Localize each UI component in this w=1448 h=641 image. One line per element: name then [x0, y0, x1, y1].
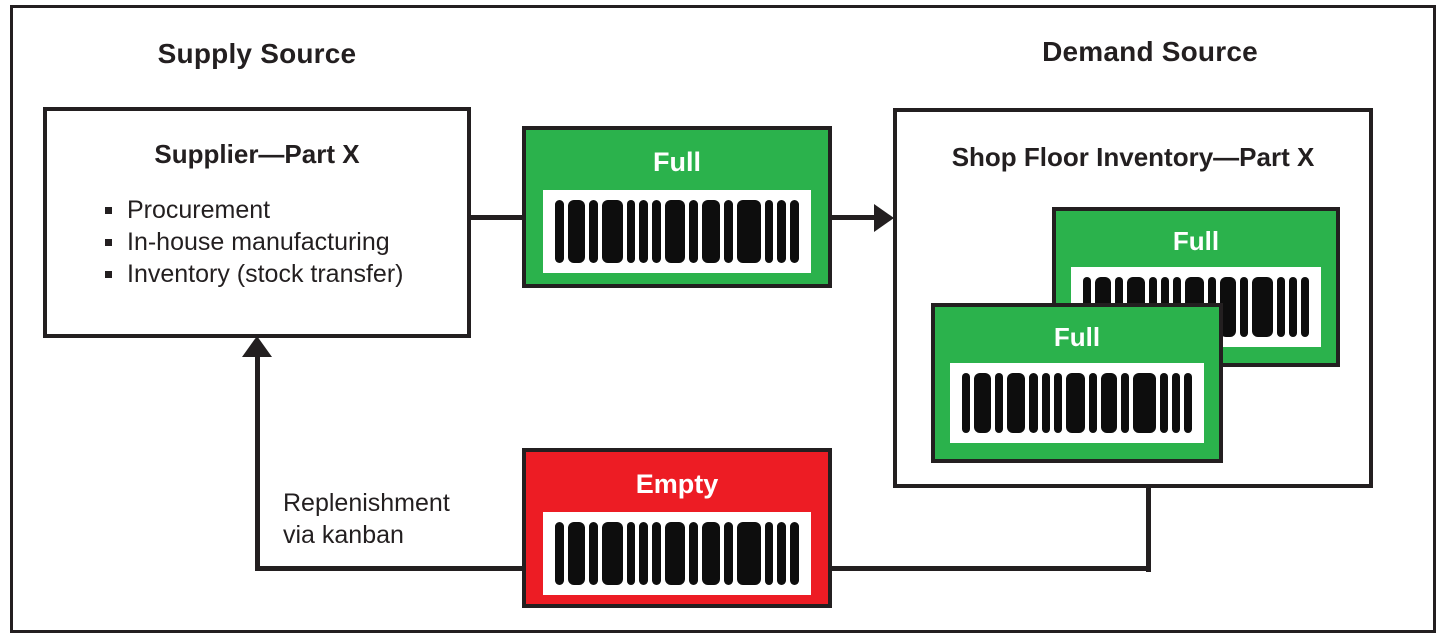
supplier-bullet-item: Procurement [105, 194, 467, 226]
barcode-bar [1053, 373, 1062, 433]
supplier-box-title: Supplier—Part X [154, 139, 360, 169]
barcode-bar [1239, 277, 1248, 337]
barcode-bar [665, 522, 686, 585]
barcode-bar [639, 522, 649, 585]
barcode-bar [1041, 373, 1050, 433]
barcode-bar [1029, 373, 1038, 433]
barcode-bar [702, 200, 720, 263]
barcode-icon [543, 190, 811, 273]
barcode-bar [723, 522, 733, 585]
barcode-bar [567, 200, 586, 263]
replenishment-note-line2: via kanban [283, 521, 404, 549]
barcode-bar [1006, 373, 1026, 433]
connector-up-to-supplier [255, 354, 260, 571]
demand-source-heading: Demand Source [1042, 36, 1258, 67]
barcode-bar [736, 200, 761, 263]
barcode-bar [665, 200, 686, 263]
arrow-right-icon [874, 204, 894, 232]
bullet-square-icon [105, 238, 112, 246]
connector-supplier-to-full-card [471, 215, 522, 220]
barcode-bar [1301, 277, 1310, 337]
supplier-bullet-list: Procurement In-house manufacturing Inven… [47, 194, 467, 290]
kanban-card-empty-return: Empty [522, 448, 832, 608]
connector-empty-card-to-supplier [255, 566, 522, 571]
barcode-bar [652, 522, 662, 585]
supplier-bullet-label: Inventory (stock transfer) [127, 260, 404, 288]
supplier-bullet-item: Inventory (stock transfer) [105, 258, 467, 290]
barcode-bar [1065, 373, 1085, 433]
replenishment-note-line1: Replenishment [283, 489, 450, 517]
barcode-bar [1289, 277, 1298, 337]
barcode-icon [543, 512, 811, 595]
connector-full-card-to-shop-floor [832, 215, 876, 220]
barcode-bar [790, 522, 800, 585]
kanban-card-label: Full [1172, 225, 1220, 256]
barcode-bar [1133, 373, 1156, 433]
barcode-bar [589, 522, 599, 585]
barcode-bar [602, 522, 623, 585]
bullet-square-icon [105, 270, 112, 278]
barcode-bar [1251, 277, 1274, 337]
barcode-bar [702, 522, 720, 585]
barcode-bar [555, 200, 564, 263]
supplier-box: Supplier—Part X Procurement In-house man… [43, 107, 471, 338]
supplier-bullet-label: In-house manufacturing [127, 228, 390, 256]
barcode-bar [1171, 373, 1180, 433]
barcode-bar [764, 522, 774, 585]
connector-shop-floor-down [1146, 488, 1151, 572]
barcode-bar [1159, 373, 1168, 433]
supplier-bullet-item: In-house manufacturing [105, 226, 467, 258]
barcode-bar [1219, 277, 1236, 337]
barcode-bar [602, 200, 623, 263]
barcode-bar [589, 200, 599, 263]
shop-floor-box-title: Shop Floor Inventory—Part X [951, 142, 1315, 172]
barcode-bar [567, 522, 586, 585]
supply-source-heading: Supply Source [157, 38, 357, 69]
barcode-bar [1088, 373, 1097, 433]
connector-to-empty-card [832, 566, 1151, 571]
kanban-card-label: Full [1053, 321, 1101, 352]
barcode-bar [555, 522, 564, 585]
arrow-up-icon [242, 336, 272, 357]
barcode-bar [689, 200, 699, 263]
barcode-bar [790, 200, 800, 263]
barcode-bar [1100, 373, 1118, 433]
barcode-bar [1121, 373, 1130, 433]
kanban-card-label: Empty [635, 468, 719, 499]
barcode-bar [736, 522, 761, 585]
barcode-bar [626, 200, 636, 263]
supplier-bullet-label: Procurement [127, 196, 271, 224]
barcode-bar [994, 373, 1003, 433]
barcode-bar [974, 373, 991, 433]
barcode-bar [626, 522, 636, 585]
barcode-bar [689, 522, 699, 585]
barcode-bar [652, 200, 662, 263]
barcode-bar [723, 200, 733, 263]
barcode-bar [764, 200, 774, 263]
barcode-icon [950, 363, 1204, 443]
bullet-square-icon [105, 206, 112, 214]
barcode-bar [639, 200, 649, 263]
barcode-bar [1277, 277, 1286, 337]
kanban-card-label: Full [653, 146, 701, 177]
kanban-card-full-transit: Full [522, 126, 832, 288]
barcode-bar [777, 522, 787, 585]
barcode-bar [1183, 373, 1193, 433]
barcode-bar [962, 373, 971, 433]
replenishment-note: Replenishment via kanban [283, 487, 450, 551]
kanban-card-full-front: Full [931, 303, 1223, 463]
barcode-bar [777, 200, 787, 263]
